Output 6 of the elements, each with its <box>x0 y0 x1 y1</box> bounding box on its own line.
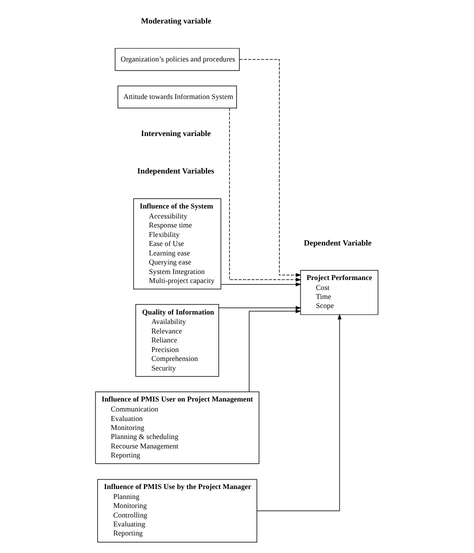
arrow <box>248 309 301 392</box>
arrow <box>218 306 301 310</box>
arrow <box>256 314 342 512</box>
arrow <box>220 282 301 286</box>
arrow <box>228 108 301 282</box>
arrow <box>238 59 301 277</box>
